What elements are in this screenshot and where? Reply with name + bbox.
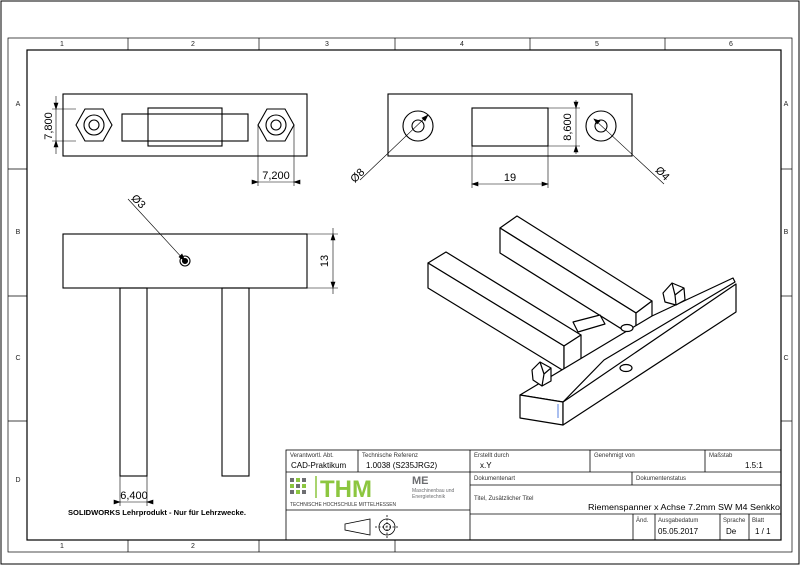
zone-col-4: 4 — [460, 41, 464, 48]
educational-notice: SOLIDWORKS Lehrprodukt - Nur für Lehrzwe… — [68, 508, 246, 517]
dim-dia8: Ø8 — [348, 166, 367, 185]
zone-row-c-right: C — [783, 355, 788, 362]
zone-row-a: A — [16, 101, 21, 108]
logo-dot-grid — [290, 478, 306, 494]
value-massstab: 1.5:1 — [745, 461, 763, 470]
zone-row-a-right: A — [784, 101, 789, 108]
zone-col-1-bottom: 1 — [60, 543, 64, 550]
label-ausgabedatum: Ausgabedatum — [658, 518, 698, 524]
dim-dia3: Ø3 — [129, 192, 148, 211]
label-tech-ref: Technische Referenz — [362, 453, 418, 459]
zone-labels: 1 2 3 4 5 6 1 2 A B C D A B C — [15, 41, 788, 550]
value-verantw: CAD-Praktikum — [291, 461, 346, 470]
school-name: TECHNISCHE HOCHSCHULE MITTELHESSEN — [290, 502, 396, 508]
logo-desc-1: Maschinenbau und — [412, 488, 454, 494]
zone-col-2: 2 — [191, 41, 195, 48]
zone-row-b-right: B — [784, 229, 789, 236]
label-massstab: Maßstab — [709, 453, 733, 459]
zone-row-d: D — [15, 477, 20, 484]
dim-dia4: Ø4 — [653, 164, 672, 183]
title-block — [285, 449, 782, 541]
logo-sub: ME — [412, 475, 429, 487]
zone-col-3: 3 — [325, 41, 329, 48]
logo-desc-2: Energietechnik — [412, 494, 446, 500]
label-dokumentenart: Dokumentenart — [474, 476, 515, 482]
dim-6400: 6,400 — [120, 490, 148, 502]
label-genehmigt: Genehmigt von — [594, 453, 635, 459]
zone-row-b: B — [16, 229, 21, 236]
label-blatt: Blatt — [752, 518, 764, 524]
label-aend: Änd. — [636, 517, 649, 524]
thm-logo: THM ME Maschinenbau und Energietechnik T… — [290, 475, 454, 508]
front-view — [359, 93, 665, 188]
label-erstellt: Erstellt durch — [474, 453, 509, 459]
dim-7800: 7,800 — [43, 112, 55, 140]
value-blatt: 1 / 1 — [755, 527, 771, 536]
dim-8600: 8,600 — [562, 113, 574, 141]
dim-7200: 7,200 — [262, 170, 290, 182]
zone-row-c: C — [15, 355, 20, 362]
projection-symbol-icon — [344, 515, 399, 539]
dim-13: 13 — [319, 255, 331, 267]
label-dokumentenstatus: Dokumentenstatus — [636, 476, 686, 482]
label-sprache: Sprache — [723, 518, 746, 524]
value-sprache: De — [726, 527, 737, 536]
value-ausgabedatum: 05.05.2017 — [658, 527, 699, 536]
value-tech-ref: 1.0038 (S235JRG2) — [366, 461, 437, 470]
isometric-view — [427, 215, 737, 426]
value-titel: Riemenspanner x Achse 7.2mm SW M4 Senkko — [588, 503, 781, 512]
zone-col-6: 6 — [729, 41, 733, 48]
zone-col-5: 5 — [595, 41, 599, 48]
value-erstellt: x.Y — [480, 461, 492, 470]
top-view — [52, 93, 308, 186]
zone-col-1: 1 — [60, 41, 64, 48]
label-titel: Titel, Zusätzlicher Titel — [474, 496, 533, 502]
side-view — [62, 198, 338, 506]
zone-col-2-bottom: 2 — [191, 543, 195, 550]
dim-19: 19 — [504, 172, 516, 184]
logo-text: THM — [320, 476, 372, 503]
label-verantw: Verantwortl. Abt. — [290, 453, 334, 459]
